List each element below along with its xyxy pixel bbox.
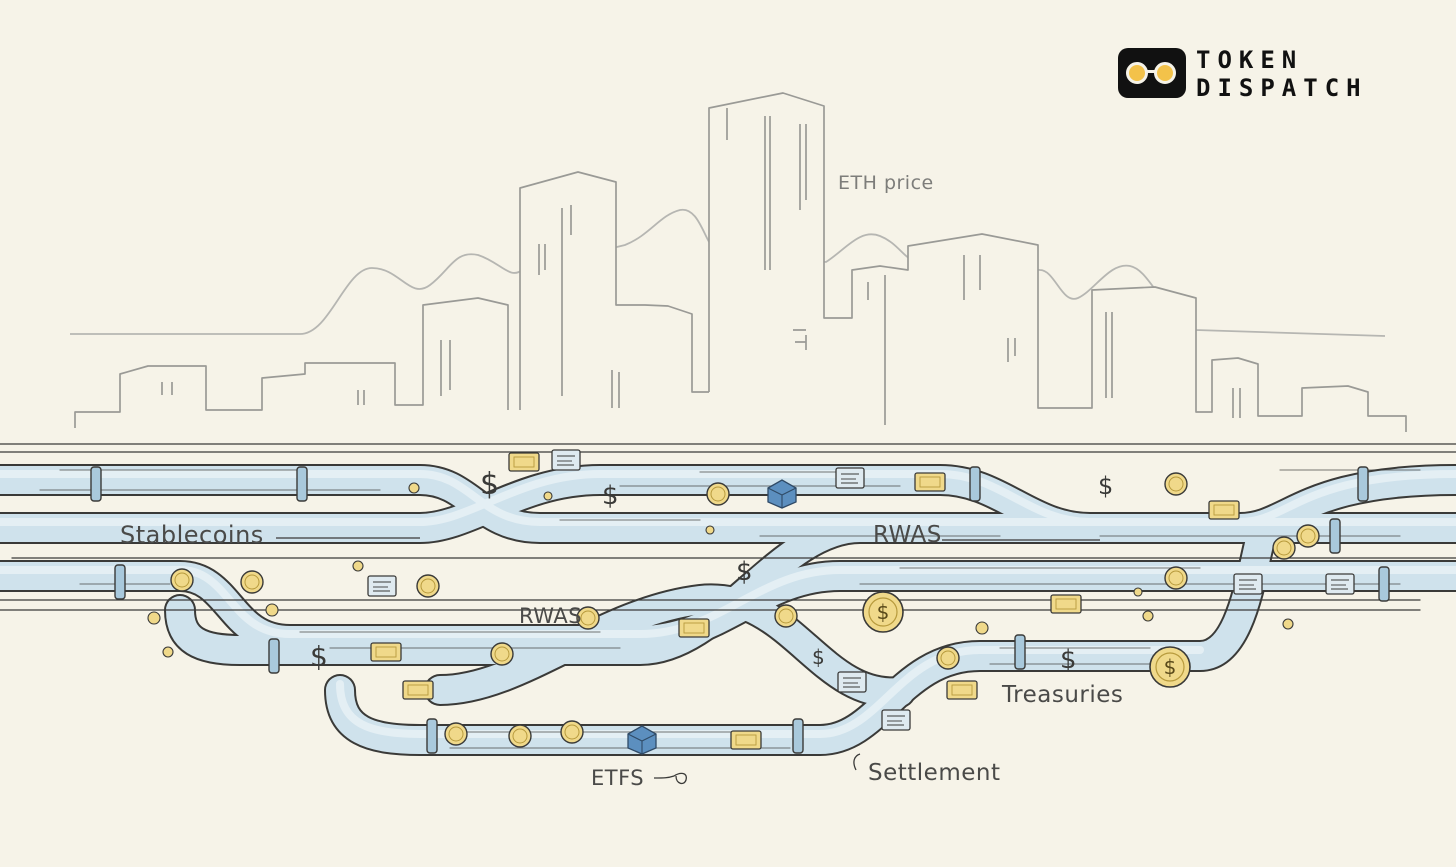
city-skyline [74, 92, 1407, 432]
eth-price-label: ETH price [838, 172, 934, 194]
logo-text-line1: TOKEN [1196, 46, 1304, 74]
token-dispatch-logo: TOKEN DISPATCH [1118, 46, 1388, 102]
svg-text:$: $ [736, 557, 753, 587]
settlement-label: Settlement [868, 760, 1001, 786]
svg-text:$: $ [1060, 645, 1077, 675]
label-leaders [276, 537, 1100, 785]
svg-text:$: $ [812, 645, 825, 669]
logo-glasses-icon [1118, 48, 1186, 98]
svg-text:$: $ [310, 640, 328, 673]
eth-price-line [70, 209, 1386, 337]
logo-eye-right-icon [1154, 62, 1176, 84]
treasuries-label: Treasuries [1002, 682, 1124, 708]
rwas-lower-label: RWAS [519, 604, 583, 628]
asset-tokens [147, 449, 1355, 755]
svg-text:$: $ [602, 481, 619, 511]
svg-text:$: $ [480, 467, 499, 502]
stablecoins-label: Stablecoins [120, 521, 264, 549]
pipe-network [0, 443, 1456, 756]
logo-text-line2: DISPATCH [1196, 74, 1368, 102]
rwas-upper-label: RWAS [873, 522, 942, 548]
dollar-signs: $ $ $ $ $ $ $ [310, 467, 1113, 675]
etfs-label: ETFS [591, 766, 645, 790]
svg-text:$: $ [1098, 472, 1113, 500]
logo-eye-left-icon [1126, 62, 1148, 84]
